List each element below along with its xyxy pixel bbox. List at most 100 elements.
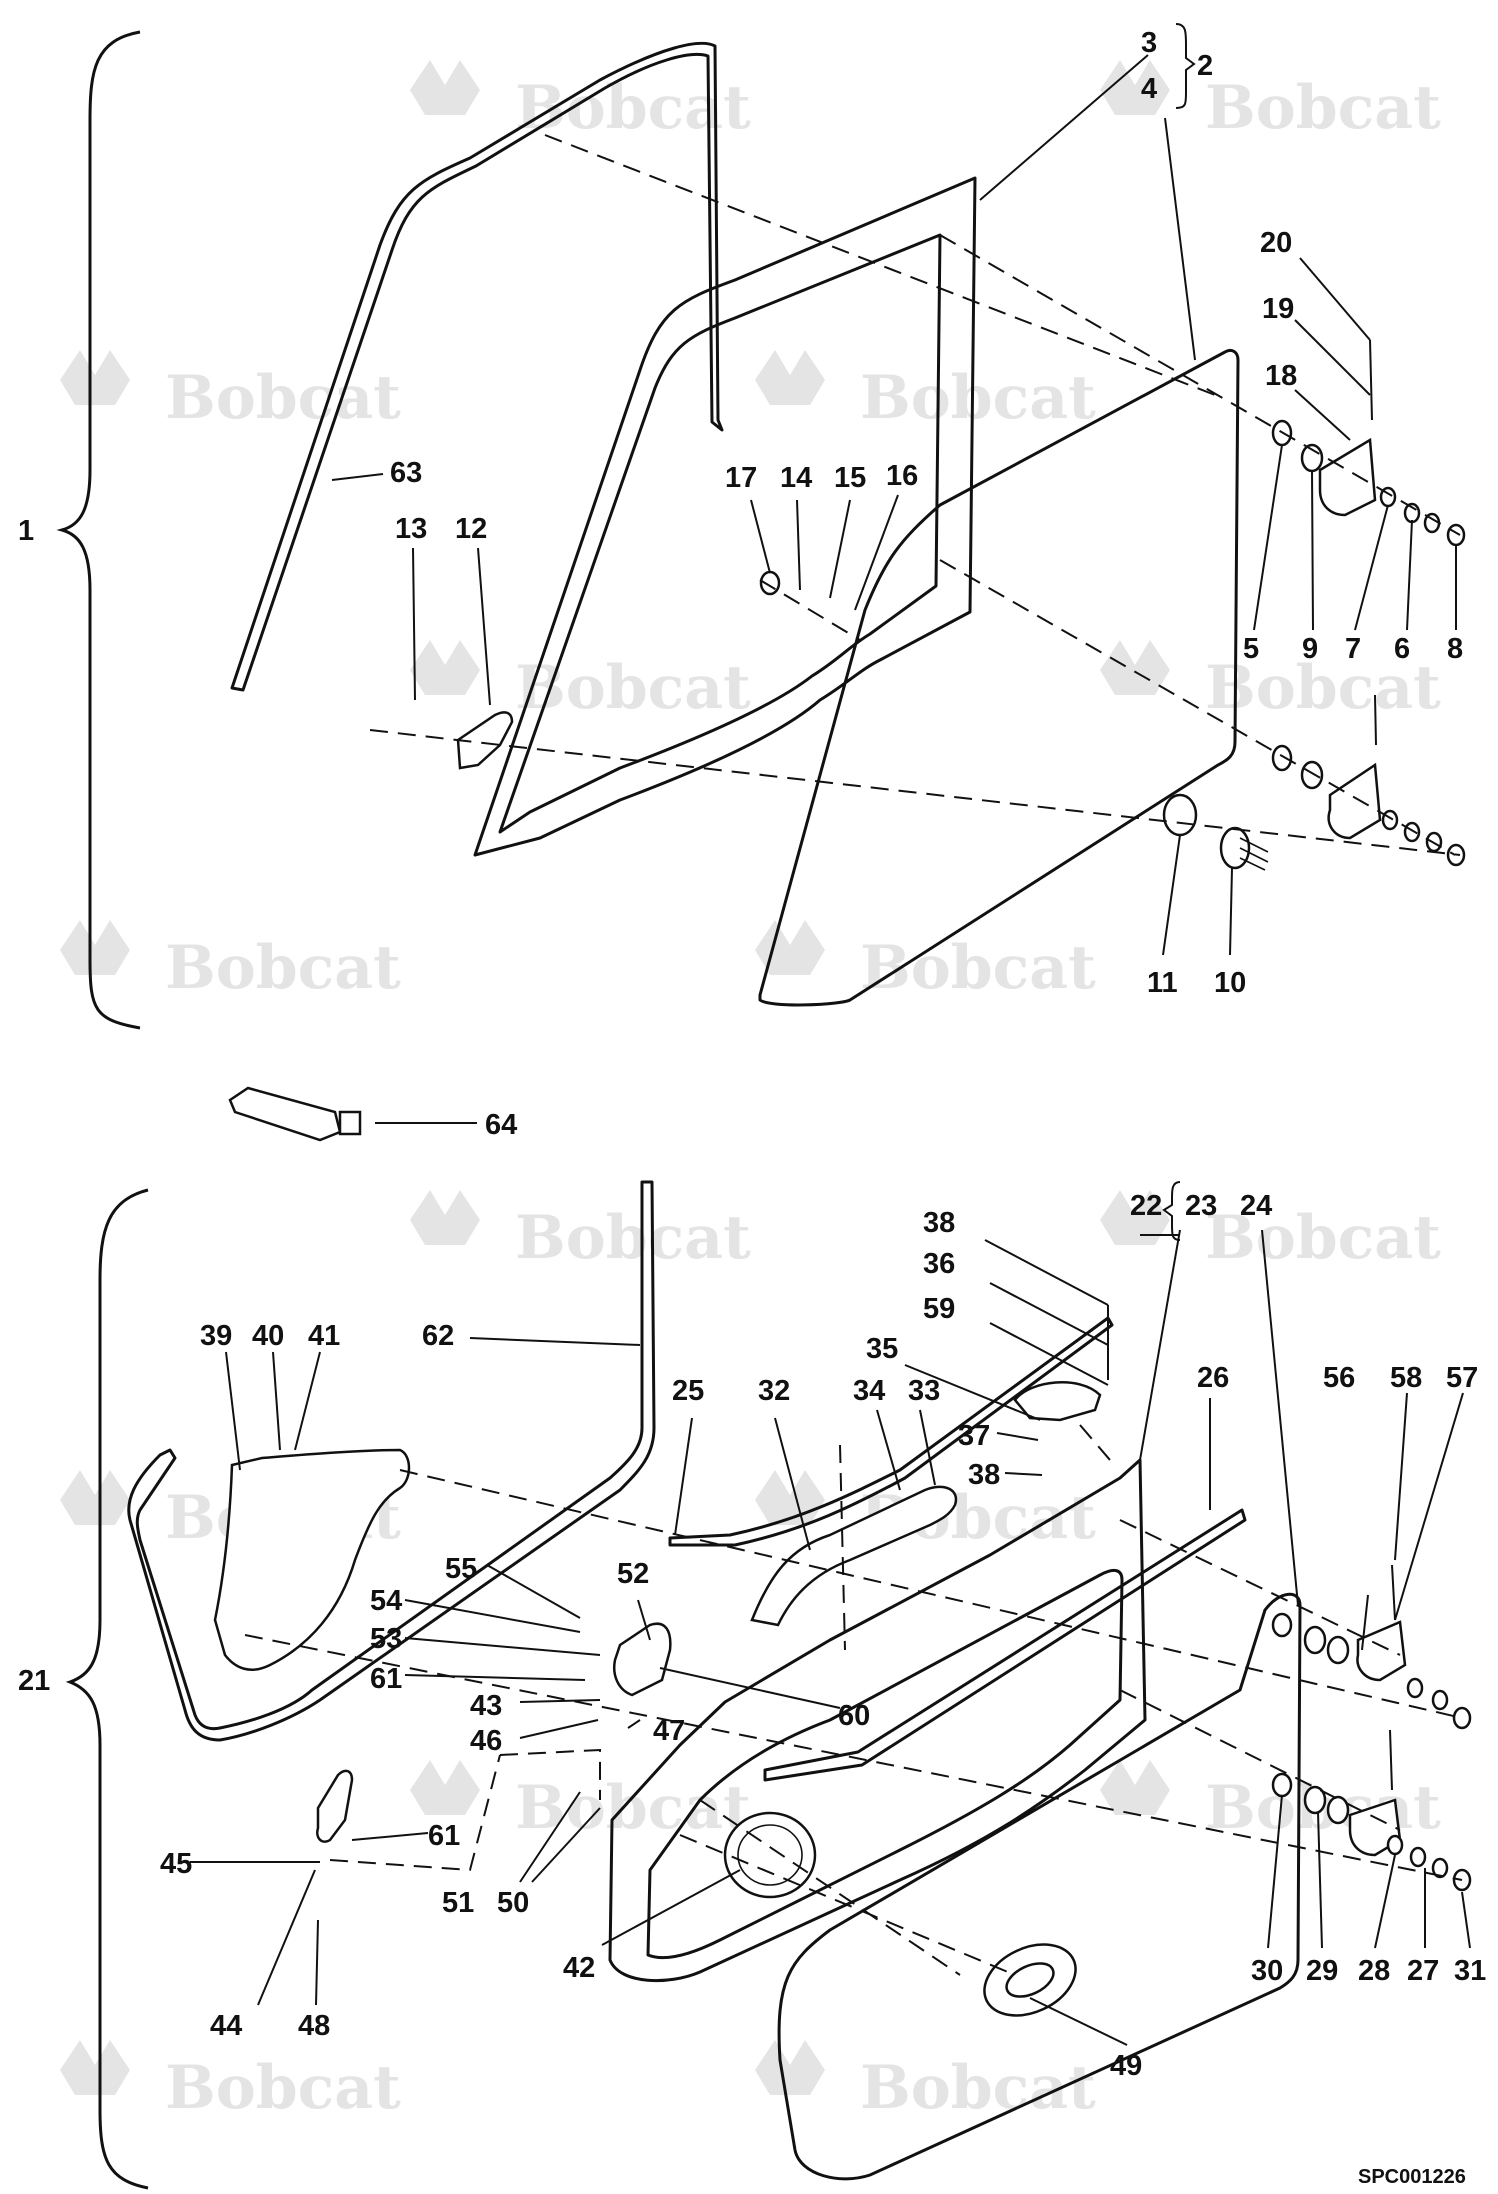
leader-line bbox=[477, 547, 491, 706]
lower-channel bbox=[668, 1316, 1114, 1547]
watermark: Bobcat bbox=[60, 350, 401, 433]
assembly-line bbox=[1079, 1424, 1111, 1461]
callout-label: 39 bbox=[200, 1320, 232, 1352]
door-seal bbox=[127, 1180, 656, 1742]
leader-line bbox=[674, 1417, 693, 1536]
callout-label: 29 bbox=[1306, 1955, 1338, 1987]
leader-line bbox=[1004, 1472, 1043, 1476]
callout-label: 38 bbox=[923, 1207, 955, 1239]
hinge-bracket bbox=[456, 711, 514, 770]
bolt bbox=[1389, 1729, 1393, 1791]
lower-leaders bbox=[190, 1229, 1471, 2046]
callout-label: 61 bbox=[428, 1820, 460, 1852]
callout-label: 44 bbox=[210, 2010, 242, 2042]
watermark-text: Bobcat bbox=[860, 363, 1096, 433]
leader-line bbox=[519, 1791, 581, 1883]
watermark-text: Bobcat bbox=[1205, 1203, 1441, 1273]
leader-line bbox=[829, 499, 851, 599]
callout-label: 54 bbox=[370, 1585, 402, 1617]
watermark: Bobcat bbox=[755, 2040, 1096, 2123]
door-frame-inner bbox=[646, 1568, 1124, 1960]
assembly-line bbox=[1119, 1689, 1401, 1831]
leader-line bbox=[1361, 1594, 1369, 1651]
leader-line bbox=[637, 1599, 651, 1641]
washer bbox=[1162, 793, 1198, 837]
callout-label: 35 bbox=[866, 1333, 898, 1365]
leader-line bbox=[1317, 1811, 1323, 1949]
leader-line bbox=[519, 1719, 599, 1739]
watermark: Bobcat bbox=[410, 1190, 751, 1273]
leader-line bbox=[854, 494, 899, 611]
leader-line bbox=[294, 1351, 321, 1451]
assembly-line bbox=[759, 579, 861, 641]
leader-line bbox=[225, 1351, 241, 1471]
leader-line bbox=[750, 499, 771, 574]
callout-label: 4 bbox=[1141, 73, 1157, 105]
leader-line bbox=[796, 499, 801, 591]
glass-pane bbox=[758, 348, 1240, 1007]
assembly-line bbox=[499, 1748, 601, 1800]
callout-label: 50 bbox=[497, 1887, 529, 1919]
watermark-text: Bobcat bbox=[860, 2053, 1096, 2123]
leader-line bbox=[1164, 117, 1196, 361]
washer bbox=[1326, 1795, 1350, 1825]
leader-line bbox=[1267, 1794, 1283, 1949]
watermark: Bobcat bbox=[410, 640, 751, 723]
callout-label: 41 bbox=[308, 1320, 340, 1352]
callout-label: 61 bbox=[370, 1663, 402, 1695]
leader-line bbox=[412, 547, 416, 701]
leader-line bbox=[1406, 519, 1413, 631]
callout-label: 57 bbox=[1446, 1362, 1478, 1394]
leader-line bbox=[601, 1869, 741, 1946]
callout-label: 12 bbox=[455, 513, 487, 545]
seal-strip bbox=[230, 41, 724, 692]
assembly-brace bbox=[56, 30, 141, 1030]
watermark-text: Bobcat bbox=[165, 933, 401, 1003]
watermark-text: Bobcat bbox=[165, 363, 401, 433]
upper-door-hinge bbox=[1356, 1620, 1407, 1682]
leader-line bbox=[1229, 867, 1233, 956]
callout-label: 21 bbox=[18, 1665, 50, 1697]
watermark: Bobcat bbox=[755, 350, 1096, 433]
leader-line bbox=[486, 1564, 581, 1619]
callout-label: 45 bbox=[160, 1848, 192, 1880]
callout-label: 20 bbox=[1260, 227, 1292, 259]
callout-label: 8 bbox=[1447, 633, 1463, 665]
callout-label: 6 bbox=[1394, 633, 1410, 665]
callout-tube: 64 bbox=[485, 1109, 517, 1141]
callout-label: 32 bbox=[758, 1375, 790, 1407]
callout-label: 48 bbox=[298, 2010, 330, 2042]
watermark: Bobcat bbox=[1100, 60, 1441, 143]
callout-label: 2 bbox=[1197, 50, 1213, 82]
callout-label: 3 bbox=[1141, 27, 1157, 59]
callout-label: 26 bbox=[1197, 1362, 1229, 1394]
callout-label: 14 bbox=[780, 462, 812, 494]
callout-label: 10 bbox=[1214, 967, 1246, 999]
assembly-line bbox=[679, 1834, 1016, 1976]
callout-label: 34 bbox=[853, 1375, 885, 1407]
callout-label: 64 bbox=[485, 1109, 517, 1141]
callout-label: 1 bbox=[18, 515, 34, 547]
watermark-text: Bobcat bbox=[165, 2053, 401, 2123]
leader-line bbox=[1139, 1229, 1181, 1461]
callout-label: 11 bbox=[1147, 967, 1178, 999]
callout-label: 46 bbox=[470, 1725, 502, 1757]
leader-line bbox=[469, 1337, 641, 1346]
callout-label: 52 bbox=[617, 1558, 649, 1590]
assembly-line bbox=[329, 1754, 501, 1872]
leader-line bbox=[1299, 257, 1371, 341]
leader-line bbox=[659, 1667, 841, 1709]
drawing-code: SPC001226 bbox=[1358, 2166, 1466, 2188]
callout-label: 38 bbox=[968, 1459, 1000, 1491]
bolt bbox=[1391, 1564, 1396, 1621]
watermark: Bobcat bbox=[60, 920, 401, 1003]
knob bbox=[1219, 826, 1251, 870]
assembly-line bbox=[939, 559, 1456, 856]
door-glass bbox=[777, 1592, 1302, 2181]
watermark: Bobcat bbox=[1100, 640, 1441, 723]
rod-bracket bbox=[1013, 1381, 1102, 1422]
tube-cap bbox=[338, 1110, 362, 1136]
nut bbox=[1271, 1612, 1293, 1638]
leader-line bbox=[257, 1869, 316, 2006]
lower-hinge bbox=[1327, 762, 1382, 840]
